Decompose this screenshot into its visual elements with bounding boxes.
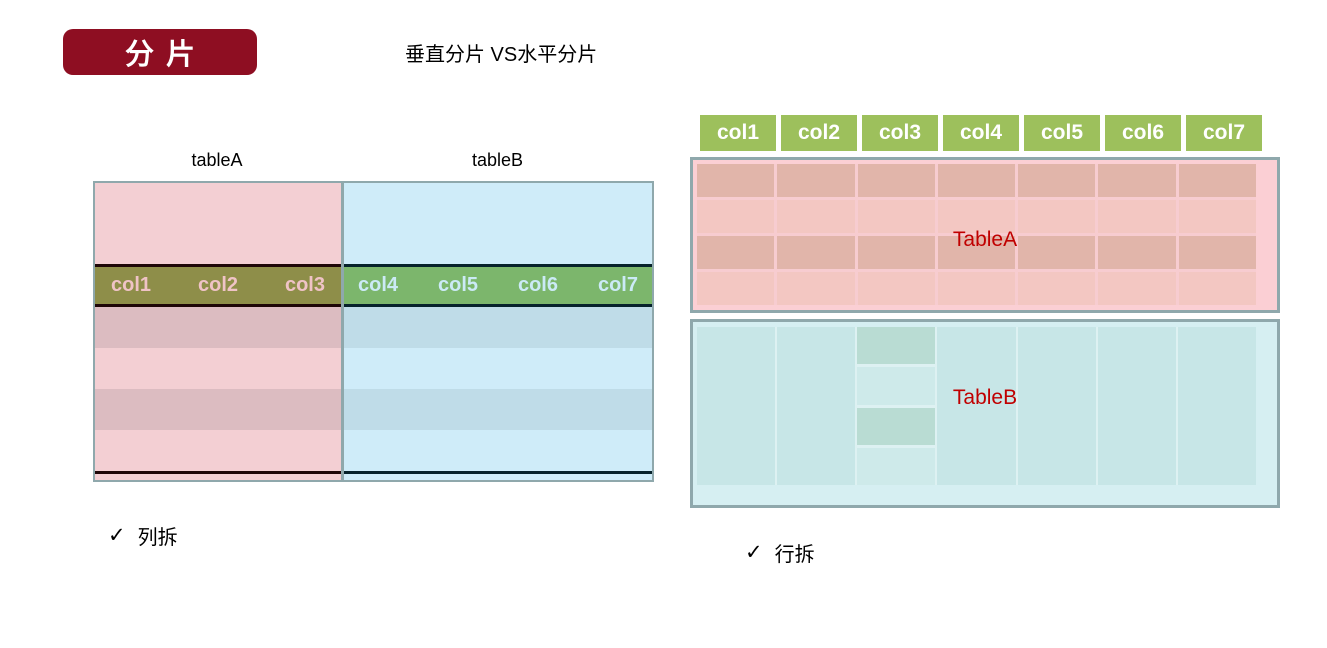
tablea-grid-cell (1018, 200, 1096, 233)
checkmark-icon: ✓ (108, 524, 126, 547)
tablea-grid-cell (1098, 272, 1176, 305)
tablea-foot-strip (95, 474, 341, 480)
divider-line (344, 304, 652, 307)
tablea-grid-cell (1098, 236, 1176, 269)
tablea-grid-cell (857, 236, 935, 269)
tableb-column (1177, 327, 1256, 485)
tablea-row-stripes (95, 307, 341, 471)
divider-line (344, 264, 652, 267)
column-header-cell: col6 (1105, 115, 1181, 151)
tablea-grid-cell (1018, 164, 1096, 197)
tablea-grid-cell (777, 236, 855, 269)
tableb-top-block (344, 183, 652, 264)
divider-line (95, 471, 341, 474)
divider-line (95, 304, 341, 307)
tablea-top-block (95, 183, 341, 264)
tablea-grid-cell (1178, 272, 1256, 305)
horizontal-tablea-box: TableA (690, 157, 1280, 313)
tablea-grid-cell (857, 272, 935, 305)
tableb-column (857, 327, 936, 485)
table-row-stripe (344, 430, 652, 471)
column-header-cell: col6 (517, 274, 558, 296)
tableb-highlight-cell (857, 407, 936, 445)
vertical-tableb-half: col4 col5 col6 col7 (344, 183, 652, 480)
table-row-stripe (344, 307, 652, 348)
column-header-cell: col4 (943, 115, 1019, 151)
tablea-grid-cell (697, 164, 775, 197)
vertical-sharding-diagram: col1 col2 col3 col4 col5 col6 col7 (93, 181, 654, 482)
tablea-grid-cell (1178, 164, 1256, 197)
tableb-grid (697, 327, 1256, 485)
tableb-column (1097, 327, 1176, 485)
tablea-grid-cell (697, 236, 775, 269)
tableb-column (937, 327, 1016, 485)
caption-column-split: ✓ 列拆 (108, 521, 178, 550)
column-header-cell: col4 (358, 274, 399, 296)
column-header-cell: col3 (284, 274, 325, 296)
tablea-grid-cell (857, 200, 935, 233)
slide-subtitle: 垂直分片 VS水平分片 (405, 44, 598, 66)
tablea-grid-cell (937, 164, 1016, 197)
divider-line (95, 264, 341, 267)
tableb-column (697, 327, 776, 485)
checkmark-icon: ✓ (745, 541, 763, 564)
table-row-stripe (95, 389, 341, 430)
tableb-foot-strip (344, 474, 652, 480)
tablea-grid-cell (697, 272, 775, 305)
tablea-grid-cell (937, 272, 1016, 305)
tablea-grid-cell (857, 164, 935, 197)
table-row-stripe (95, 430, 341, 471)
vertical-tablea-label: tableA (191, 150, 243, 170)
table-row-stripe (344, 348, 652, 389)
tableb-highlight-cell (857, 367, 936, 405)
column-header-cell: col1 (700, 115, 776, 151)
tablea-grid-cell (1098, 164, 1176, 197)
table-row-stripe (95, 348, 341, 389)
column-header-cell: col5 (1024, 115, 1100, 151)
vertical-tableb-label: tableB (471, 150, 524, 170)
tableb-label: TableB (952, 386, 1018, 409)
tablea-grid-cell (1018, 272, 1096, 305)
tablea-label: TableA (952, 228, 1018, 251)
column-header-cell: col2 (197, 274, 239, 296)
vertical-tablea-half: col1 col2 col3 (95, 183, 344, 480)
column-header-cell: col7 (1186, 115, 1262, 151)
column-header-cell: col3 (862, 115, 938, 151)
tablea-grid-cell (777, 164, 855, 197)
column-header-cell: col1 (111, 274, 152, 296)
column-header-cell: col2 (781, 115, 857, 151)
tablea-grid-cell (1178, 200, 1256, 233)
tablea-grid-cell (1178, 236, 1256, 269)
tablea-grid (697, 164, 1256, 305)
tableb-column-header-band: col4 col5 col6 col7 (344, 267, 652, 304)
tablea-grid-cell (777, 200, 855, 233)
tablea-grid-cell (937, 236, 1016, 269)
tablea-grid-cell (937, 200, 1016, 233)
tableb-column (1017, 327, 1096, 485)
caption-row-split-label: 行拆 (774, 544, 815, 566)
caption-column-split-label: 列拆 (137, 527, 178, 549)
tableb-highlight-cell (857, 327, 936, 365)
title-badge-label: 分片 (124, 39, 207, 71)
horizontal-tableb-box: TableB (690, 319, 1280, 508)
tableb-highlight-cell (857, 447, 936, 485)
tablea-grid-cell (1098, 200, 1176, 233)
title-badge: 分片 (63, 29, 257, 75)
caption-row-split: ✓ 行拆 (745, 538, 815, 567)
divider-line (344, 471, 652, 474)
tableb-column (777, 327, 856, 485)
tablea-grid-cell (777, 272, 855, 305)
column-header-cell: col5 (437, 274, 479, 296)
column-header-cell: col7 (597, 274, 638, 296)
tablea-grid-cell (1018, 236, 1096, 269)
tablea-column-header-band: col1 col2 col3 (95, 267, 341, 304)
table-row-stripe (95, 307, 341, 348)
tablea-grid-cell (697, 200, 775, 233)
tableb-row-stripes (344, 307, 652, 471)
table-row-stripe (344, 389, 652, 430)
